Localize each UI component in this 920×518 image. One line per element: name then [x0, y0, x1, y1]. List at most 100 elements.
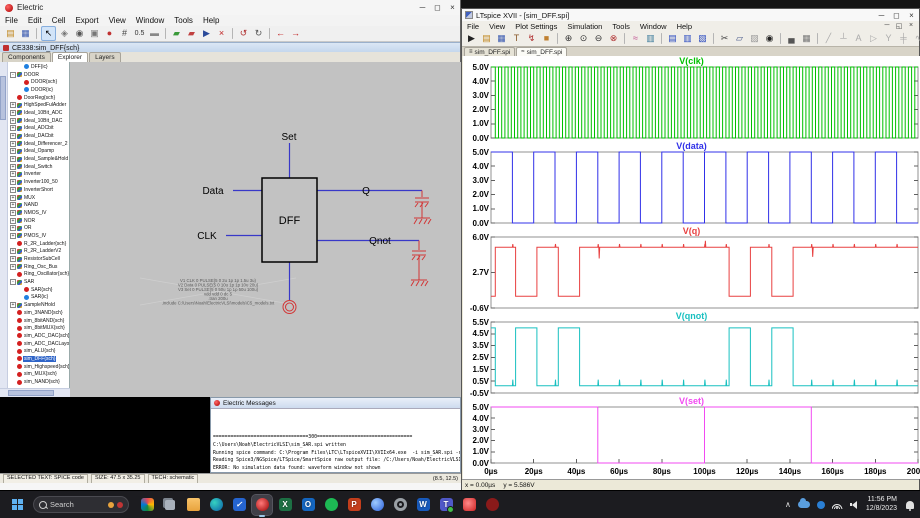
expand-icon[interactable] [10, 171, 16, 178]
save-icon[interactable]: ▦ [497, 33, 506, 43]
tree-item[interactable]: MUX [8, 194, 69, 202]
capacitor-icon[interactable]: ╪ [900, 33, 907, 43]
explorer-tab[interactable]: Layers [89, 52, 121, 62]
menu-item[interactable]: Window [639, 21, 667, 31]
tree-item[interactable]: sim_ADC_DAC{sch} [8, 332, 69, 340]
tree-item[interactable]: sim_DFF{sch} [8, 355, 69, 363]
tree-item[interactable]: Ideal_Switch [8, 163, 69, 171]
tree-item[interactable]: OR [8, 224, 69, 232]
cascade-windows-icon[interactable]: ▧ [698, 33, 707, 43]
tray-chevron-up-icon[interactable]: ∧ [784, 500, 791, 509]
paste-icon[interactable]: ▨ [750, 33, 759, 43]
volume-icon[interactable] [849, 500, 859, 509]
tree-item[interactable]: DOOR{sch} [8, 78, 69, 86]
expand-icon[interactable] [10, 163, 16, 170]
schematic-window-titlebar[interactable]: CE338:sim_DFF{sch} [0, 42, 460, 53]
explorer-tab[interactable]: Explorer [51, 52, 89, 62]
tree-item[interactable]: NAND [8, 201, 69, 209]
expand-icon[interactable] [10, 302, 16, 309]
expand-icon[interactable] [10, 186, 16, 193]
toolbar-icon[interactable] [817, 33, 818, 44]
expand-icon[interactable] [10, 225, 16, 232]
spice-line[interactable]: V3 Set 0 PULSE(5 0 50u 1p 1p 50u 100u) [178, 287, 259, 292]
toolbar-icon[interactable] [661, 33, 662, 44]
toolbar-icon[interactable] [165, 28, 166, 39]
tree-item[interactable]: DoorReg{sch} [8, 94, 69, 102]
app-darkred-icon[interactable] [482, 495, 502, 515]
expand-icon[interactable] [10, 133, 16, 140]
maximize-icon[interactable]: ◻ [434, 3, 441, 12]
grid-icon[interactable]: # [121, 28, 127, 38]
todo-app-icon[interactable] [229, 495, 249, 515]
close-icon[interactable]: × [450, 3, 455, 12]
spotify-icon[interactable] [321, 495, 341, 515]
scrollbar-thumb[interactable] [0, 76, 6, 120]
tree-item[interactable]: HighSpedFulAdder [8, 101, 69, 109]
tree-item[interactable]: sim_Highspeed{sch} [8, 363, 69, 371]
tile-horizontal-icon[interactable]: ▤ [668, 33, 677, 43]
diode-icon[interactable]: ▷ [870, 33, 877, 43]
pan-icon[interactable]: ◈ [61, 28, 68, 38]
tree-item[interactable]: SAR{ic} [8, 294, 69, 302]
copilot-icon[interactable] [367, 495, 387, 515]
expand-icon[interactable] [10, 179, 16, 186]
tree-item[interactable]: SAR [8, 278, 69, 286]
pane-plot[interactable] [463, 226, 920, 311]
toolbar-icon[interactable] [780, 33, 781, 44]
menu-item[interactable]: Plot Settings [515, 21, 558, 31]
spice-line[interactable]: vdd vdd 0 dc 5 [204, 292, 233, 297]
menu-item[interactable]: Edit [27, 16, 42, 25]
menu-item[interactable]: View [489, 21, 506, 31]
tree-horizontal-scrollbar[interactable] [0, 388, 70, 398]
menu-item[interactable]: View [108, 16, 126, 25]
tree-item[interactable]: Ring_Oscillator{sch} [8, 271, 69, 279]
tree-item[interactable]: sim_MUX{sch} [8, 371, 69, 379]
copy-icon[interactable]: ▱ [736, 33, 743, 43]
tree-vertical-scrollbar[interactable] [0, 62, 8, 388]
rotate-cw-icon[interactable]: ↻ [254, 28, 263, 38]
tree-item[interactable]: sim_8bitMUX{sch} [8, 324, 69, 332]
schematic-svg[interactable]: Set Data CLK Q Qnot DFF V1 CLK 0 PULSE(5… [70, 62, 461, 397]
pin-icon[interactable]: ● [106, 28, 113, 38]
redo-icon[interactable]: → [291, 28, 300, 38]
toolbar-icon[interactable] [269, 28, 270, 39]
tree-item[interactable]: sim_ALU{sch} [8, 347, 69, 355]
plot-settings-icon[interactable]: ▥ [646, 33, 655, 43]
tile-vertical-icon[interactable]: ▥ [683, 33, 692, 43]
tree-item[interactable]: Ring_Osc_Bus [8, 263, 69, 271]
open-icon[interactable]: ▤ [482, 33, 491, 43]
powerpoint-icon[interactable]: P [344, 495, 364, 515]
print-preview-icon[interactable]: ▦ [802, 33, 811, 43]
maximize-icon[interactable]: ◻ [893, 10, 900, 20]
wifi-icon[interactable] [831, 501, 843, 509]
save-library-icon[interactable]: ▦ [21, 28, 30, 38]
expand-icon[interactable] [10, 117, 16, 124]
expand-icon[interactable] [10, 194, 16, 201]
excel-icon[interactable]: X [275, 495, 295, 515]
scrollbar-thumb[interactable] [8, 390, 54, 396]
menu-item[interactable]: Tools [612, 21, 630, 31]
teams-icon[interactable]: T [436, 495, 456, 515]
tree-item[interactable]: R_2R_Ladder{sch} [8, 240, 69, 248]
halt-icon[interactable]: ■ [543, 33, 550, 43]
toolbar-icon[interactable] [713, 33, 714, 44]
undo-icon[interactable]: ← [276, 28, 285, 38]
schematic-canvas[interactable]: Set Data CLK Q Qnot DFF V1 CLK 0 PULSE(5… [70, 62, 461, 397]
tree-item[interactable]: ResistorSubCell [8, 255, 69, 263]
expand-icon[interactable] [10, 148, 16, 155]
expand-icon[interactable] [10, 279, 16, 286]
expand-icon[interactable] [10, 156, 16, 163]
menu-item[interactable]: Help [676, 21, 692, 31]
tree-item[interactable]: Ideal_ADCbit [8, 125, 69, 133]
widgets-stack-icon[interactable] [160, 495, 180, 515]
inductor-icon[interactable]: ∿ [914, 33, 920, 43]
tree-item[interactable]: sim_ADC_DACLayout [8, 340, 69, 348]
electric-messages-window[interactable]: Electric Messages ======================… [210, 397, 461, 495]
pane-plot[interactable] [463, 141, 920, 226]
spice-line[interactable]: .tran 200u [208, 296, 228, 301]
security-icon[interactable] [816, 500, 825, 509]
zoom-out-icon[interactable]: ⊖ [594, 33, 603, 43]
zoom-area-icon[interactable]: ⊙ [579, 33, 588, 43]
menu-item[interactable]: Simulation [567, 21, 603, 31]
